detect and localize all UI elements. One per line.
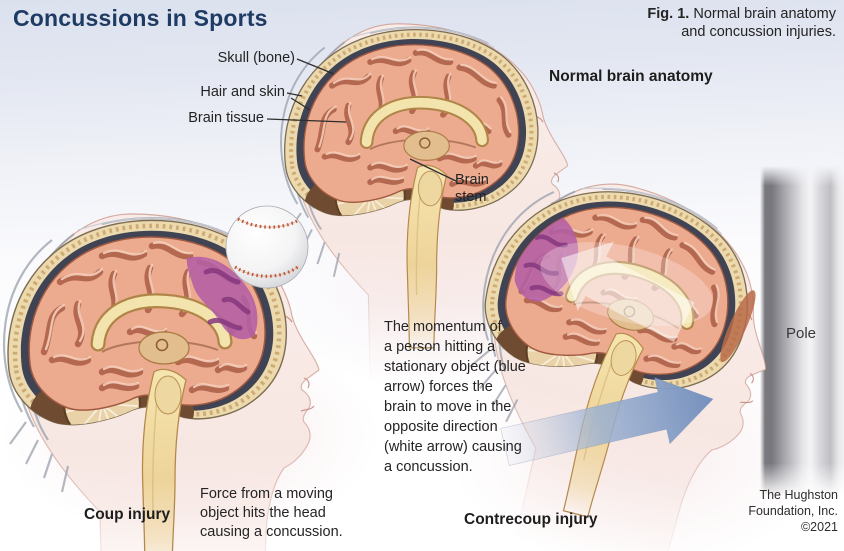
credit-attribution: The Hughston Foundation, Inc. ©2021 [748, 488, 838, 534]
leader-line-brain-stem [409, 158, 457, 182]
coup-bruise [186, 256, 258, 340]
contrecoup-bruise [514, 214, 579, 302]
label-brain-stem: Brain stem [455, 172, 489, 205]
coup-description: Force from a moving object hits the head… [200, 486, 343, 540]
baseball-illustration [225, 205, 309, 289]
label-coup-injury: Coup injury [84, 506, 171, 523]
label-skull-bone: Skull (bone) [217, 50, 295, 66]
label-pole: Pole [786, 325, 817, 342]
label-normal-brain-anatomy: Normal brain anatomy [549, 68, 713, 85]
label-brain-tissue: Brain tissue [188, 110, 264, 126]
momentum-arrow [500, 377, 714, 466]
coup-head-illustration [4, 214, 319, 551]
leader-line-skull [296, 58, 335, 75]
page-title: Concussions in Sports [13, 5, 268, 31]
label-contrecoup-injury: Contrecoup injury [464, 511, 598, 528]
white-rebound-arrow [561, 241, 695, 343]
pole-graphic [760, 166, 844, 496]
label-hair-and-skin: Hair and skin [200, 84, 285, 100]
figure-caption-line2: and concussion injuries. [681, 24, 836, 40]
figure-caption: Fig. 1. Normal brain anatomy and concuss… [647, 5, 836, 41]
leader-line-brain-tissue [266, 118, 347, 123]
leader-lines [266, 58, 457, 182]
impact-contusion [720, 290, 756, 362]
figure-number: Fig. 1. [647, 6, 690, 22]
leader-line-hair-b [290, 97, 311, 111]
contrecoup-description: The momentum of a person hitting a stati… [384, 319, 526, 475]
leader-line-hair-a [286, 92, 303, 97]
figure-caption-line1: Fig. 1. Normal brain anatomy [647, 6, 836, 22]
contrecoup-head-illustration [427, 158, 801, 551]
